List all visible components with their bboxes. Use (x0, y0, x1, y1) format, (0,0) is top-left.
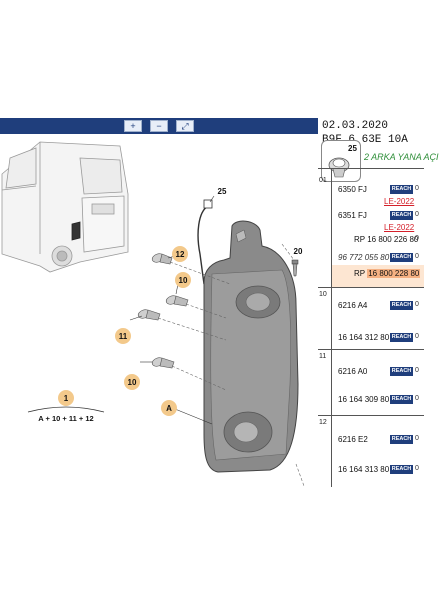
zoom-out-icon: − (156, 121, 162, 131)
bulb-12 (151, 253, 173, 265)
svg-text:11: 11 (119, 332, 128, 341)
tail-lamp-assembly (203, 220, 299, 473)
svg-text:12: 12 (176, 250, 185, 259)
table-gutter (331, 169, 332, 487)
part-ref: 6216 A4 (338, 301, 368, 310)
catalog-date: 02.03.2020 (322, 120, 389, 132)
part-ref: 6351 FJ (338, 211, 367, 220)
section-title: 2 ARKA YANA AÇI (364, 152, 439, 162)
svg-text:1: 1 (64, 394, 69, 403)
part-ref: 16 164 312 80 (338, 333, 390, 342)
callout-10-upper: 10 (175, 272, 191, 288)
zoom-in-icon: + (130, 121, 136, 131)
reach-badge: REACH (390, 465, 413, 474)
group-position: 10 (319, 291, 327, 298)
rp-number: RP 16 800 226 80 (354, 235, 419, 244)
svg-text:10: 10 (128, 378, 137, 387)
callout-25: 25 (218, 187, 227, 196)
svg-text:10: 10 (179, 276, 188, 285)
bulb-10-lower (151, 357, 175, 369)
screw-20 (291, 259, 299, 277)
zoom-fit-icon: ⤢ (181, 121, 189, 131)
reach-badge: REACH (390, 185, 413, 194)
reach-badge: REACH (390, 435, 413, 444)
connector-25 (203, 199, 213, 209)
reach-badge: REACH (390, 301, 413, 310)
bulb-10-upper (165, 295, 189, 307)
parts-table: 01 6350 FJ REACH 0 LE-2022 6351 FJ REACH… (318, 168, 424, 487)
part-ref: 96 772 055 80 (338, 253, 390, 262)
reach-badge: REACH (390, 395, 413, 404)
thumbnail-number: 25 (348, 144, 357, 153)
parts-list-panel: 02.03.2020 B9F 6 63E 10A 25 2 ARKA YANA … (318, 118, 439, 487)
van-illustration (1, 141, 129, 273)
leader-lines (157, 243, 305, 487)
callout-12: 12 (172, 246, 188, 262)
callout-10-lower: 10 (124, 374, 140, 390)
part-ref: 16 164 309 80 (338, 395, 390, 404)
svg-text:A + 10 + 11 + 12: A + 10 + 11 + 12 (38, 414, 93, 423)
viewer-toolbar: + − ⤢ (0, 118, 318, 134)
group-position: 11 (319, 353, 327, 360)
part-ref: 6216 A0 (338, 367, 368, 376)
reach-badge: REACH (390, 367, 413, 376)
zoom-out-button[interactable]: − (150, 120, 168, 132)
assembly-legend: 1 A + 10 + 11 + 12 (27, 390, 105, 423)
reach-badge: REACH (390, 333, 413, 342)
svg-text:25: 25 (218, 187, 227, 196)
part-ref: 16 164 313 80 (338, 465, 390, 474)
zoom-fit-button[interactable]: ⤢ (176, 120, 194, 132)
wire-harness-25 (197, 205, 209, 285)
reach-badge: REACH (390, 253, 413, 262)
parts-catalog-viewer: + − ⤢ (0, 118, 439, 487)
le-link[interactable]: LE-2022 (384, 197, 415, 206)
exploded-parts-diagram: 12 10 11 10 A 20 25 1 A + 10 + 11 (1, 141, 305, 487)
le-link[interactable]: LE-2022 (384, 223, 415, 232)
svg-text:A: A (166, 404, 172, 413)
part-ref: 6216 E2 (338, 435, 368, 444)
reach-badge: REACH (390, 211, 413, 220)
callout-11: 11 (115, 328, 131, 344)
callout-leaders (129, 195, 215, 425)
callout-A: A (161, 400, 177, 416)
group-position: 12 (319, 419, 327, 426)
callout-20: 20 (294, 247, 303, 256)
rp-number: RP 16 800 228 80 (354, 269, 421, 278)
group-position: 01 (319, 177, 327, 184)
svg-text:20: 20 (294, 247, 303, 256)
bulb-11 (137, 309, 161, 321)
zoom-in-button[interactable]: + (124, 120, 142, 132)
part-ref: 6350 FJ (338, 185, 367, 194)
